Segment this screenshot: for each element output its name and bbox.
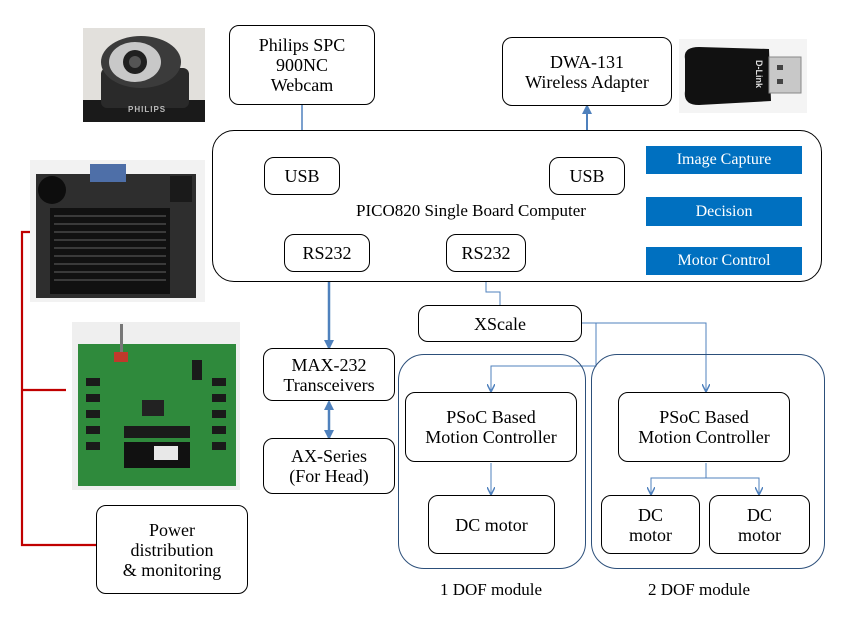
psoc-controller-2: PSoC Based Motion Controller [618, 392, 790, 462]
wireless-adapter-photo: D-Link [679, 39, 807, 113]
xscale-box: XScale [418, 305, 582, 342]
pipeline-decision: Decision [646, 197, 802, 226]
one-dof-module [398, 354, 586, 569]
dc-motor-2b: DC motor [709, 495, 810, 554]
rs232-port-right: RS232 [446, 234, 526, 272]
max232-box: MAX-232 Transceivers [263, 348, 395, 401]
two-dof-module [591, 354, 825, 569]
usb-port-right: USB [549, 157, 625, 195]
ax-series-box: AX-Series (For Head) [263, 438, 395, 494]
rs232-port-left: RS232 [284, 234, 370, 272]
xscale-psoc2-arrow [582, 322, 706, 391]
webcam-photo: PHILIPS [83, 28, 205, 122]
two-dof-label: 2 DOF module [648, 580, 750, 599]
adapter-brand-text: D-Link [754, 60, 764, 88]
rs232-xscale-line [485, 273, 501, 305]
webcam-brand-text: PHILIPS [128, 105, 167, 114]
pico820-board-photo [30, 160, 205, 302]
webcam-box: Philips SPC 900NC Webcam [229, 25, 375, 105]
motion-controller-board-photo [72, 322, 240, 490]
one-dof-label: 1 DOF module [440, 580, 542, 599]
psoc2-motor-b-branch [706, 477, 759, 494]
pipeline-motor-control: Motor Control [646, 247, 802, 275]
wireless-adapter-box: DWA-131 Wireless Adapter [502, 37, 672, 106]
dc-motor-2a: DC motor [601, 495, 700, 554]
sbc-title: PICO820 Single Board Computer [356, 201, 586, 220]
psoc2-motors-split [651, 463, 707, 494]
usb-port-left: USB [264, 157, 340, 195]
dc-motor-1: DC motor [428, 495, 555, 554]
power-distribution-box: Power distribution & monitoring [96, 505, 248, 594]
psoc-controller-1: PSoC Based Motion Controller [405, 392, 577, 462]
pipeline-image-capture: Image Capture [646, 146, 802, 174]
